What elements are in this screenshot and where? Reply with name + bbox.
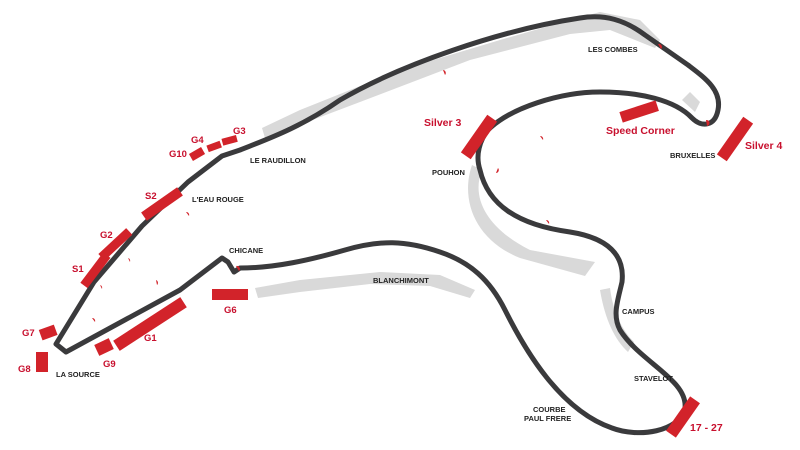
- grandstand-label-g2: G2: [100, 230, 113, 241]
- corner-label-raudillon: LE RAUDILLON: [250, 156, 306, 165]
- corner-label-paul-frere-2: PAUL FRERE: [524, 414, 571, 423]
- runoff-kemmel: [262, 12, 660, 138]
- kerb-marker: [92, 317, 96, 322]
- grandstand-label-g7: G7: [22, 328, 35, 339]
- kerb-marker: [443, 70, 446, 75]
- zone-silver4[interactable]: [716, 116, 754, 162]
- grandstand-label-g6: G6: [224, 305, 237, 316]
- zone-labels: Silver 3 Silver 4 Speed Corner 17 - 27: [424, 117, 783, 434]
- grandstand-g6[interactable]: [212, 289, 248, 300]
- grandstand-label-g9: G9: [103, 359, 116, 370]
- kerb-marker: [100, 285, 103, 289]
- grandstand-g8[interactable]: [36, 352, 48, 372]
- grandstand-labels: G1 G2 G3 G4 G6 G7 G8 G9 G10 S1 S2: [18, 126, 246, 375]
- kerb-marker: [128, 258, 131, 262]
- corner-label-les-combes: LES COMBES: [588, 45, 638, 54]
- zones: [460, 100, 754, 438]
- corner-label-pouhon: POUHON: [432, 168, 465, 177]
- grandstand-g3[interactable]: [221, 135, 238, 146]
- corner-label-blanchimont: BLANCHIMONT: [373, 276, 429, 285]
- grandstand-s1[interactable]: [80, 252, 111, 289]
- grandstand-label-s1: S1: [72, 264, 84, 275]
- kerb-marker: [706, 119, 710, 126]
- zone-label-silver3: Silver 3: [424, 117, 462, 129]
- corner-label-paul-frere-1: COURBE: [533, 405, 566, 414]
- runoff-pouhon: [468, 165, 595, 276]
- runoff-blanchimont: [255, 272, 475, 298]
- grandstand-g9[interactable]: [94, 338, 114, 356]
- kerb-markers: [92, 43, 710, 322]
- zone-17-27[interactable]: [666, 396, 700, 438]
- grandstands: [36, 135, 248, 372]
- grandstand-g2[interactable]: [98, 228, 133, 261]
- kerb-marker: [186, 211, 190, 216]
- grandstand-label-g4: G4: [191, 135, 204, 146]
- grandstand-label-s2: S2: [145, 191, 157, 202]
- corner-label-chicane: CHICANE: [229, 246, 263, 255]
- grandstand-g10[interactable]: [188, 147, 206, 161]
- grandstand-label-g8: G8: [18, 364, 31, 375]
- grandstand-label-g1: G1: [144, 333, 157, 344]
- zone-label-17-27: 17 - 27: [690, 422, 723, 434]
- kerb-marker: [658, 43, 662, 49]
- grandstand-g4[interactable]: [206, 140, 222, 153]
- kerb-marker: [546, 219, 550, 224]
- zone-label-silver4: Silver 4: [745, 140, 783, 152]
- race-track: [53, 14, 722, 436]
- corner-label-bruxelles: BRUXELLES: [670, 151, 715, 160]
- corner-label-campus: CAMPUS: [622, 307, 655, 316]
- grandstand-g7[interactable]: [38, 324, 58, 341]
- corner-labels: LA SOURCE L'EAU ROUGE LE RAUDILLON LES C…: [56, 45, 715, 423]
- kerb-marker: [236, 265, 240, 271]
- grandstand-label-g10: G10: [169, 149, 187, 160]
- runoff-bruxelles: [682, 92, 700, 112]
- runoff-areas: [255, 12, 700, 352]
- grandstand-g1[interactable]: [113, 297, 187, 351]
- grandstand-s2[interactable]: [141, 187, 183, 221]
- kerb-marker: [496, 168, 499, 173]
- zone-label-speed-corner: Speed Corner: [606, 125, 675, 137]
- corner-label-eau-rouge: L'EAU ROUGE: [192, 195, 244, 204]
- grandstand-label-g3: G3: [233, 126, 246, 137]
- corner-label-stavelot: STAVELOT: [634, 374, 673, 383]
- kerb-marker: [540, 135, 544, 140]
- kerb-marker: [156, 280, 158, 285]
- zone-speed-corner[interactable]: [619, 100, 659, 123]
- zone-silver3[interactable]: [460, 114, 498, 160]
- corner-label-la-source: LA SOURCE: [56, 370, 100, 379]
